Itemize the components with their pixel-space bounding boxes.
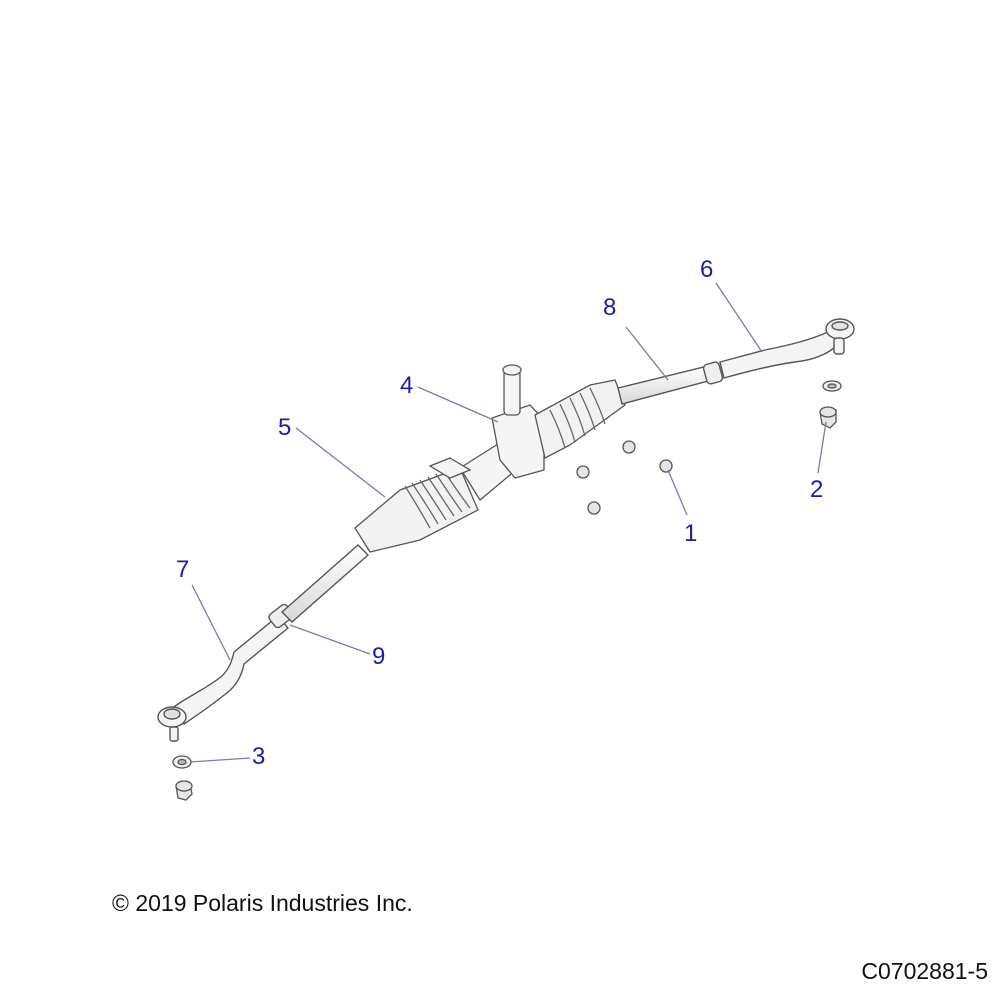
copyright-notice: © 2019 Polaris Industries Inc. (112, 890, 413, 916)
figure-id: C0702881-5 (861, 958, 988, 984)
right-tie-rod-end (719, 318, 855, 379)
callout-1: 1 (684, 520, 698, 547)
callout-8: 8 (603, 294, 617, 321)
left-nut (175, 780, 193, 801)
callout-5: 5 (278, 414, 292, 441)
callout-3: 3 (252, 743, 266, 770)
rack-housing (428, 364, 545, 501)
callout-7: 7 (176, 556, 190, 583)
left-inner-tie-rod (280, 544, 370, 623)
callout-2: 2 (810, 476, 824, 503)
right-inner-tie-rod (617, 365, 713, 405)
mounting-nuts (576, 440, 673, 515)
right-bellows-boot (534, 379, 626, 459)
right-washer (822, 380, 842, 392)
callout-9: 9 (372, 643, 386, 670)
leader-lines (189, 282, 827, 763)
right-jam-nut (702, 361, 724, 385)
right-nut (819, 406, 837, 429)
left-bellows-boot (354, 467, 479, 553)
left-washer (172, 755, 192, 769)
callout-6: 6 (700, 256, 714, 283)
callout-4: 4 (400, 372, 414, 399)
left-tie-rod-end (157, 615, 289, 742)
